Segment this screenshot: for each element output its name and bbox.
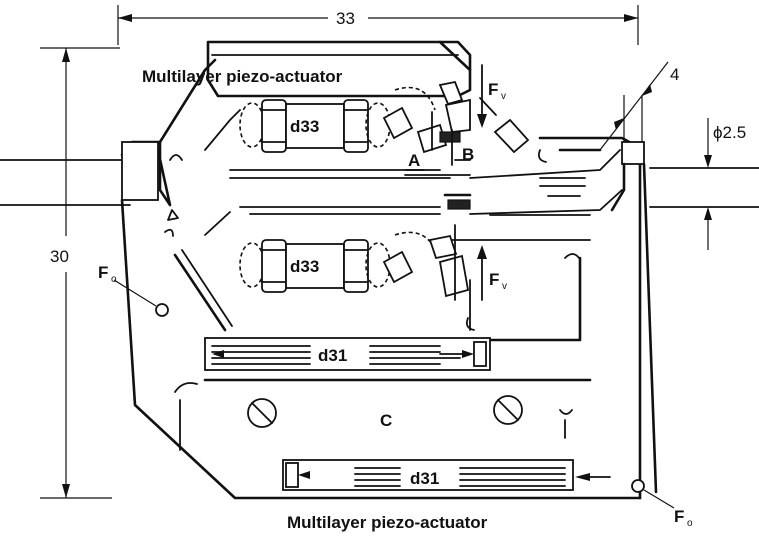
lower-d33-actuator: d33 — [239, 239, 391, 293]
upper-d33-label: d33 — [290, 117, 319, 136]
upper-d33-actuator: d33 — [239, 99, 391, 153]
fv-lower-subscript: v — [502, 281, 507, 292]
mounting-holes: C — [155, 303, 645, 493]
force-fo-right: F o — [643, 489, 693, 529]
width-dimension: 33 — [117, 5, 639, 45]
fo-left-label: F — [98, 263, 108, 282]
height-value: 30 — [50, 247, 69, 266]
left-rod — [0, 159, 131, 206]
force-fv-lower: F v — [477, 245, 507, 301]
thickness-dimension: 4 — [599, 61, 679, 151]
fv-upper-label: F — [488, 80, 498, 99]
rod-diameter-dimension: ϕ2.5 — [704, 118, 746, 250]
fo-right-subscript: o — [687, 518, 693, 529]
force-fv-upper: F v — [477, 64, 506, 128]
upper-d31-label: d31 — [318, 346, 347, 365]
rod-diameter-value: ϕ2.5 — [713, 123, 746, 142]
fo-left-subscript: o — [111, 274, 117, 285]
fo-right-label: F — [674, 507, 684, 526]
thickness-value: 4 — [670, 65, 679, 84]
width-value: 33 — [336, 9, 355, 28]
bottom-actuator-label: Multilayer piezo-actuator — [287, 513, 488, 532]
main-body — [120, 40, 658, 500]
lower-d33-label: d33 — [290, 257, 319, 276]
label-b: B — [462, 145, 474, 164]
label-a: A — [408, 151, 420, 170]
force-fo-left: F o — [98, 263, 157, 307]
right-rod — [649, 167, 759, 208]
lower-d31-label: d31 — [410, 469, 439, 488]
fv-lower-label: F — [489, 270, 499, 289]
lower-d31-actuator: d31 — [282, 459, 611, 491]
label-c: C — [380, 411, 392, 430]
fv-upper-subscript: v — [501, 91, 506, 102]
lower-hinge-mechanism — [382, 224, 470, 301]
top-actuator-label: Multilayer piezo-actuator — [142, 67, 343, 86]
height-dimension: 30 — [40, 47, 120, 499]
upper-d31-actuator: d31 — [204, 337, 491, 371]
upper-hinge-mechanism: A B — [382, 80, 547, 210]
